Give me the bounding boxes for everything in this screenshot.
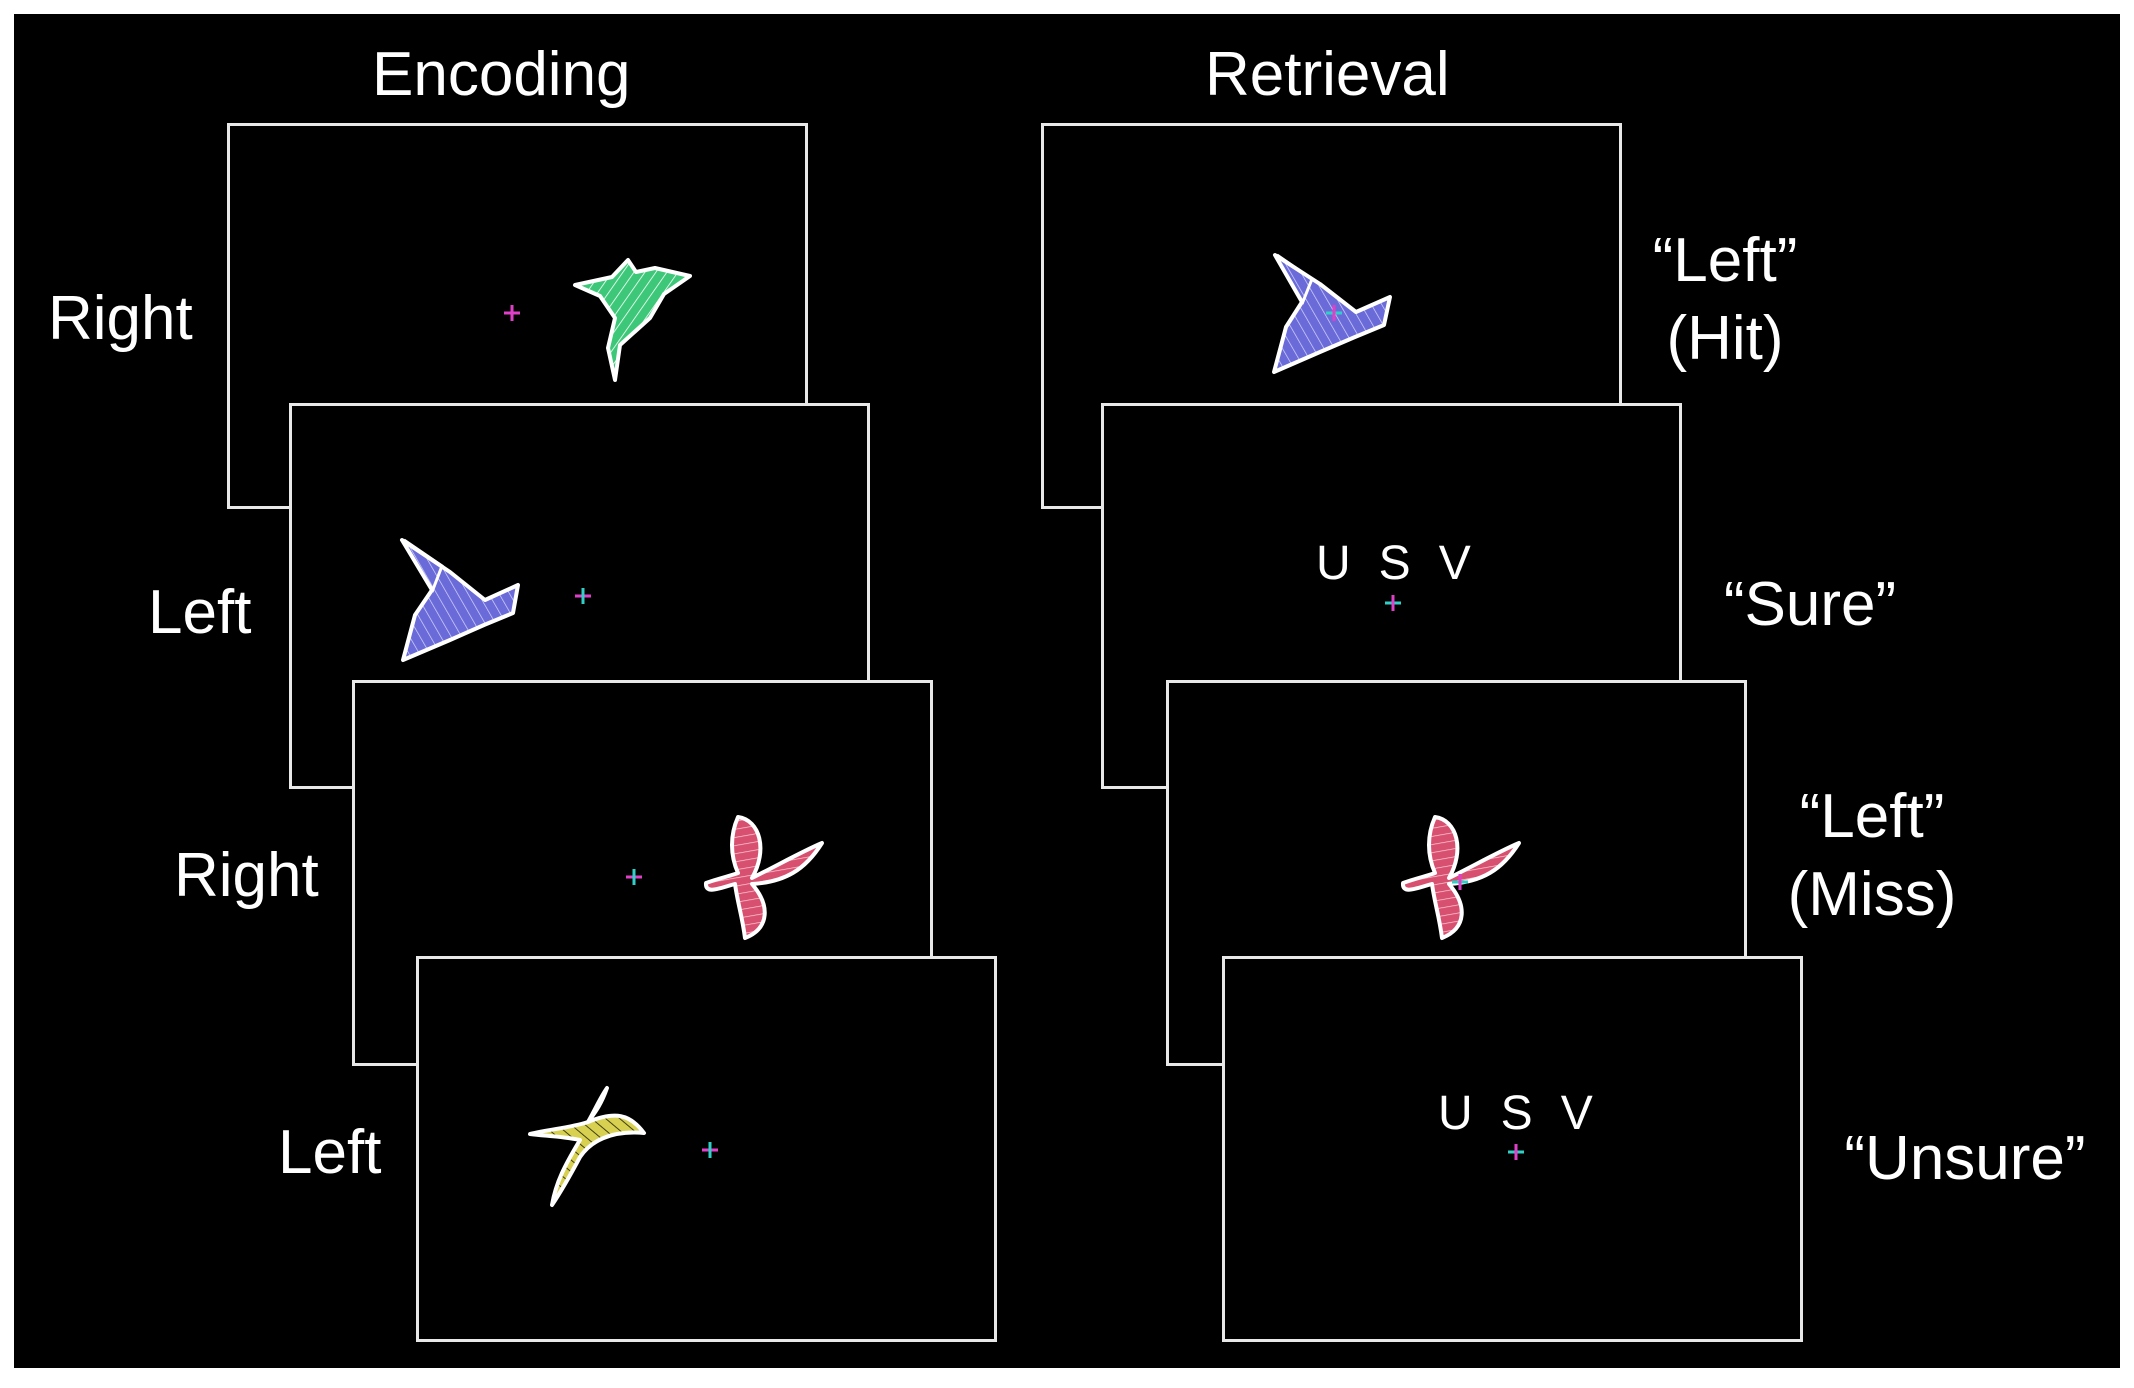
encoding-condition-2: Left	[148, 578, 252, 647]
key-s: S	[1500, 1087, 1533, 1140]
encoding-condition-1: Right	[48, 284, 193, 353]
retrieval-screen-4	[1222, 956, 1803, 1342]
retrieval-response-1: “Left” (Hit)	[1652, 226, 1798, 373]
key-u: U	[1438, 1087, 1473, 1140]
key-v: V	[1438, 537, 1471, 590]
retrieval-response-3: “Left” (Miss)	[1787, 782, 1957, 929]
encoding-condition-3: Right	[174, 841, 319, 910]
key-u: U	[1316, 537, 1351, 590]
encoding-screen-4	[416, 956, 997, 1342]
key-s: S	[1378, 537, 1411, 590]
encoding-heading: Encoding	[372, 40, 631, 109]
retrieval-response-4: “Unsure”	[1844, 1124, 2086, 1193]
encoding-condition-4: Left	[278, 1118, 382, 1187]
retrieval-response-2: “Sure”	[1723, 570, 1897, 639]
retrieval-heading: Retrieval	[1205, 40, 1450, 109]
key-v: V	[1560, 1087, 1593, 1140]
